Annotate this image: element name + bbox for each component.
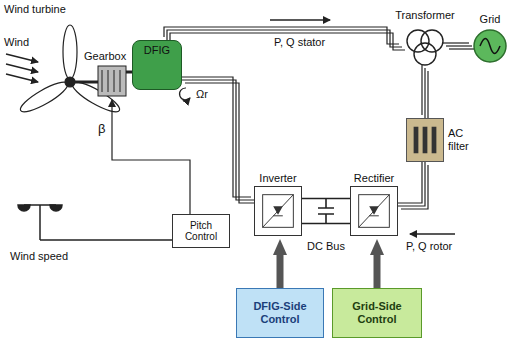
- wire: [449, 48, 475, 49]
- inverter-box: Inverter: [254, 186, 302, 236]
- connector: [395, 159, 428, 209]
- wire: [443, 42, 469, 43]
- node-shape: [407, 119, 443, 161]
- node-label: Rectifier: [354, 172, 394, 185]
- connector: [377, 252, 378, 288]
- connector-label: P, Q rotor: [404, 240, 454, 253]
- connector: [164, 27, 405, 50]
- wire: [395, 159, 422, 203]
- part-label: Wind speed: [10, 250, 68, 263]
- wire: [185, 83, 257, 203]
- wire: [170, 33, 405, 50]
- part-label: Ωr: [196, 88, 208, 101]
- wire: [182, 80, 254, 200]
- wire: [446, 45, 472, 46]
- rectifier-box: Rectifier: [350, 186, 398, 236]
- wire: [374, 252, 381, 288]
- rotor-speed-arc: [180, 88, 190, 100]
- part-label: Wind: [4, 36, 29, 49]
- part-label: Gearbox: [84, 50, 126, 63]
- rotor-power-arrow: [410, 233, 455, 234]
- wire: [318, 199, 334, 224]
- wire: [277, 252, 284, 288]
- grid-side-control-box: Grid-Side Control: [332, 288, 422, 338]
- node-label: Transformer: [395, 9, 455, 22]
- grid-source: Grid: [472, 28, 508, 64]
- wire: [401, 165, 428, 209]
- node-label: Inverter: [259, 172, 296, 185]
- connector: [280, 252, 281, 288]
- connector: [422, 65, 428, 121]
- wind-arrows: [6, 54, 38, 82]
- node-label: Pitch Control: [173, 220, 229, 243]
- pitch-signal-line: [112, 100, 190, 214]
- connector: [302, 199, 350, 224]
- dfig-machine: DFIG: [132, 40, 182, 90]
- stator-power-arrow: [270, 19, 330, 20]
- connector: [179, 77, 257, 203]
- node-shape: [472, 28, 508, 64]
- part-label: β: [98, 122, 105, 137]
- connector-label: DC Bus: [305, 240, 347, 253]
- node-label: DFIG: [133, 44, 181, 57]
- node-label: DFIG-Side Control: [237, 300, 323, 325]
- node-shape: [255, 187, 301, 235]
- gearbox-symbol: [98, 66, 126, 96]
- part-label: Wind turbine: [4, 3, 66, 16]
- dfig-side-control-box: DFIG-Side Control: [236, 288, 324, 338]
- node-shape: [402, 24, 448, 70]
- node-shape: [351, 187, 397, 235]
- connector: [443, 43, 475, 49]
- node-label: Grid-Side Control: [333, 300, 421, 325]
- transformer-symbol: Transformer: [402, 24, 448, 70]
- ac-filter: AC filter: [406, 118, 444, 162]
- connector-label: P, Q stator: [272, 36, 327, 49]
- node-label: Grid: [480, 13, 501, 26]
- wire: [424, 68, 425, 118]
- pitch-control-box: Pitch Control: [172, 214, 230, 248]
- wire: [427, 71, 428, 121]
- node-label: AC filter: [448, 127, 478, 152]
- anemometer: [18, 205, 172, 240]
- wire: [421, 65, 422, 115]
- wire: [398, 162, 425, 206]
